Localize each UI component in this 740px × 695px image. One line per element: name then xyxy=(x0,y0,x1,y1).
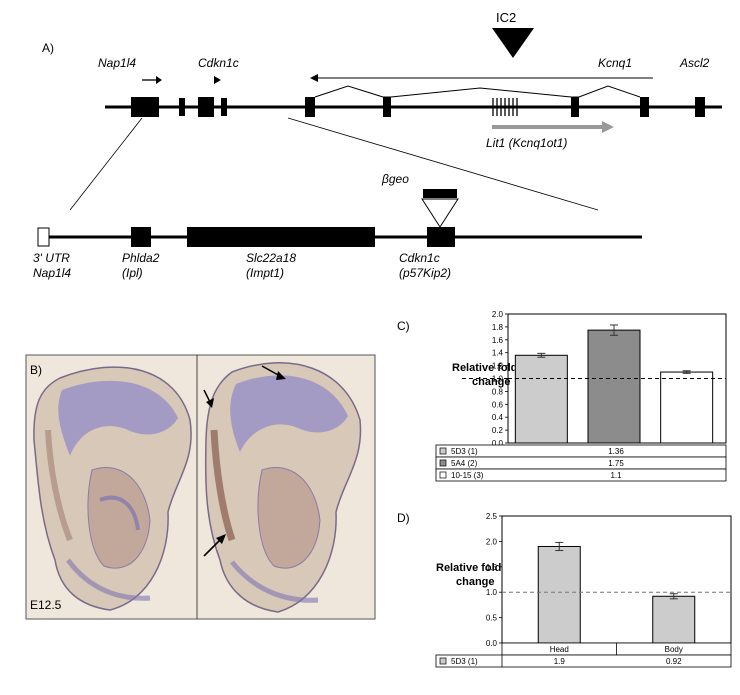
cdkn1c-arrow-icon xyxy=(214,76,221,84)
table-category: 10-15 (3) xyxy=(451,471,484,480)
utr-label-2: Nap1l4 xyxy=(33,266,71,280)
table-value: 1.1 xyxy=(610,471,622,480)
kcnq1-arrow-icon xyxy=(310,74,653,82)
chart-d-ylabel-line1: Relative fold xyxy=(436,562,501,574)
table-row xyxy=(435,468,727,482)
bar-5D3 xyxy=(514,354,568,444)
y-tick-label: 0.4 xyxy=(492,413,504,422)
legend-swatch xyxy=(439,471,447,479)
table-category: 5A4 (2) xyxy=(451,459,478,468)
bar-10-15 xyxy=(660,371,714,444)
bgeo-insertion-triangle xyxy=(421,198,459,228)
exon-boxes xyxy=(131,97,705,117)
y-tick-label: 0.8 xyxy=(492,387,504,396)
histology-arrow-icons xyxy=(203,365,286,557)
splice-lines xyxy=(314,85,641,98)
y-tick-label: 1.0 xyxy=(486,588,498,597)
table-value: 1.36 xyxy=(608,447,624,456)
chart-d-frame xyxy=(501,515,732,644)
ic2-triangle xyxy=(492,28,534,58)
y-tick-label: 0.0 xyxy=(486,639,498,648)
legend-swatch xyxy=(439,447,447,455)
zoom-line-right xyxy=(287,117,599,211)
bar-body xyxy=(652,595,696,644)
table-category: 5D3 (1) xyxy=(451,447,478,456)
bar-5A4 xyxy=(587,329,641,444)
table-value: 1.9 xyxy=(554,657,566,666)
chart-d: D) Relative fold change 2.5 2.0 1.5 1.0 0.5 0… xyxy=(397,511,732,668)
y-tick-label: 0.5 xyxy=(486,614,498,623)
panel-a: A) IC2 Nap1l4 Cdkn1c Kcnq1 Ascl2 xyxy=(33,10,722,280)
legend-swatch xyxy=(439,657,447,665)
y-tick-label: 1.2 xyxy=(492,362,504,371)
y-tick-label: 0.6 xyxy=(492,400,504,409)
table-value: 0.92 xyxy=(666,657,682,666)
ic2-label: IC2 xyxy=(496,10,516,25)
kcnq1-small-exons xyxy=(492,98,518,116)
phlda2-label-1: Phlda2 xyxy=(122,251,160,265)
cdkn1c-exon xyxy=(427,227,455,247)
y-tick-label: 1.4 xyxy=(492,349,504,358)
panel-a-label: A) xyxy=(42,41,54,55)
chart-c-ylabel-line1: Relative fold xyxy=(452,362,517,374)
x-category-label: Body xyxy=(665,645,683,654)
slc22a18-label-2: (Impt1) xyxy=(246,266,284,280)
y-tick-label: 2.0 xyxy=(492,310,504,319)
chart-d-ylabel-line2: change xyxy=(456,576,495,588)
panel-b-label: B) xyxy=(30,363,42,377)
table-value: 1.75 xyxy=(608,459,624,468)
y-tick-label: 1.8 xyxy=(492,323,504,332)
bgeo-cassette xyxy=(423,189,457,198)
cdkn1c-detail-label-2: (p57Kip2) xyxy=(399,266,451,280)
bgeo-label: βgeo xyxy=(381,172,409,186)
stage-label: E12.5 xyxy=(30,598,62,612)
panel-c-label: C) xyxy=(397,319,410,333)
slc22a18-label-1: Slc22a18 xyxy=(246,251,296,265)
panel-b: B) E12.5 xyxy=(25,354,376,620)
utr-label-1: 3' UTR xyxy=(33,251,70,265)
table-row xyxy=(435,654,732,668)
bar-head xyxy=(537,545,581,644)
phlda2-exon xyxy=(131,227,151,247)
nap1l4-arrow-icon xyxy=(142,76,162,84)
y-tick-label: 1.6 xyxy=(492,336,504,345)
gene-lit1: Lit1 (Kcnq1ot1) xyxy=(486,136,567,150)
y-tick-label: 2.5 xyxy=(486,512,498,521)
gene-kcnq1: Kcnq1 xyxy=(598,56,632,70)
lit1-arrow-icon xyxy=(492,121,614,133)
gene-cdkn1c: Cdkn1c xyxy=(198,56,239,70)
phlda2-label-2: (Ipl) xyxy=(122,266,143,280)
slc22a18-exon xyxy=(187,227,375,247)
gene-ascl2: Ascl2 xyxy=(679,56,710,70)
y-tick-label: 1.5 xyxy=(486,563,498,572)
zoom-line-left xyxy=(69,117,143,211)
embryo-section-right xyxy=(204,362,362,613)
legend-swatch xyxy=(439,459,447,467)
x-category-label: Head xyxy=(550,645,569,654)
chart-c: C) Relative fold change 2.01.81.61.41.21… xyxy=(397,310,727,482)
table-series-name: 5D3 (1) xyxy=(451,657,478,666)
embryo-section-left xyxy=(33,366,192,611)
table-row xyxy=(435,456,727,470)
panel-d-label: D) xyxy=(397,511,410,525)
table-row xyxy=(435,444,727,458)
cdkn1c-detail-label-1: Cdkn1c xyxy=(399,251,440,265)
gene-nap1l4: Nap1l4 xyxy=(98,56,136,70)
y-tick-label: 2.0 xyxy=(486,537,498,546)
y-tick-label: 0.2 xyxy=(492,426,504,435)
utr-box xyxy=(37,227,50,247)
y-tick-label: 0.0 xyxy=(492,439,504,448)
